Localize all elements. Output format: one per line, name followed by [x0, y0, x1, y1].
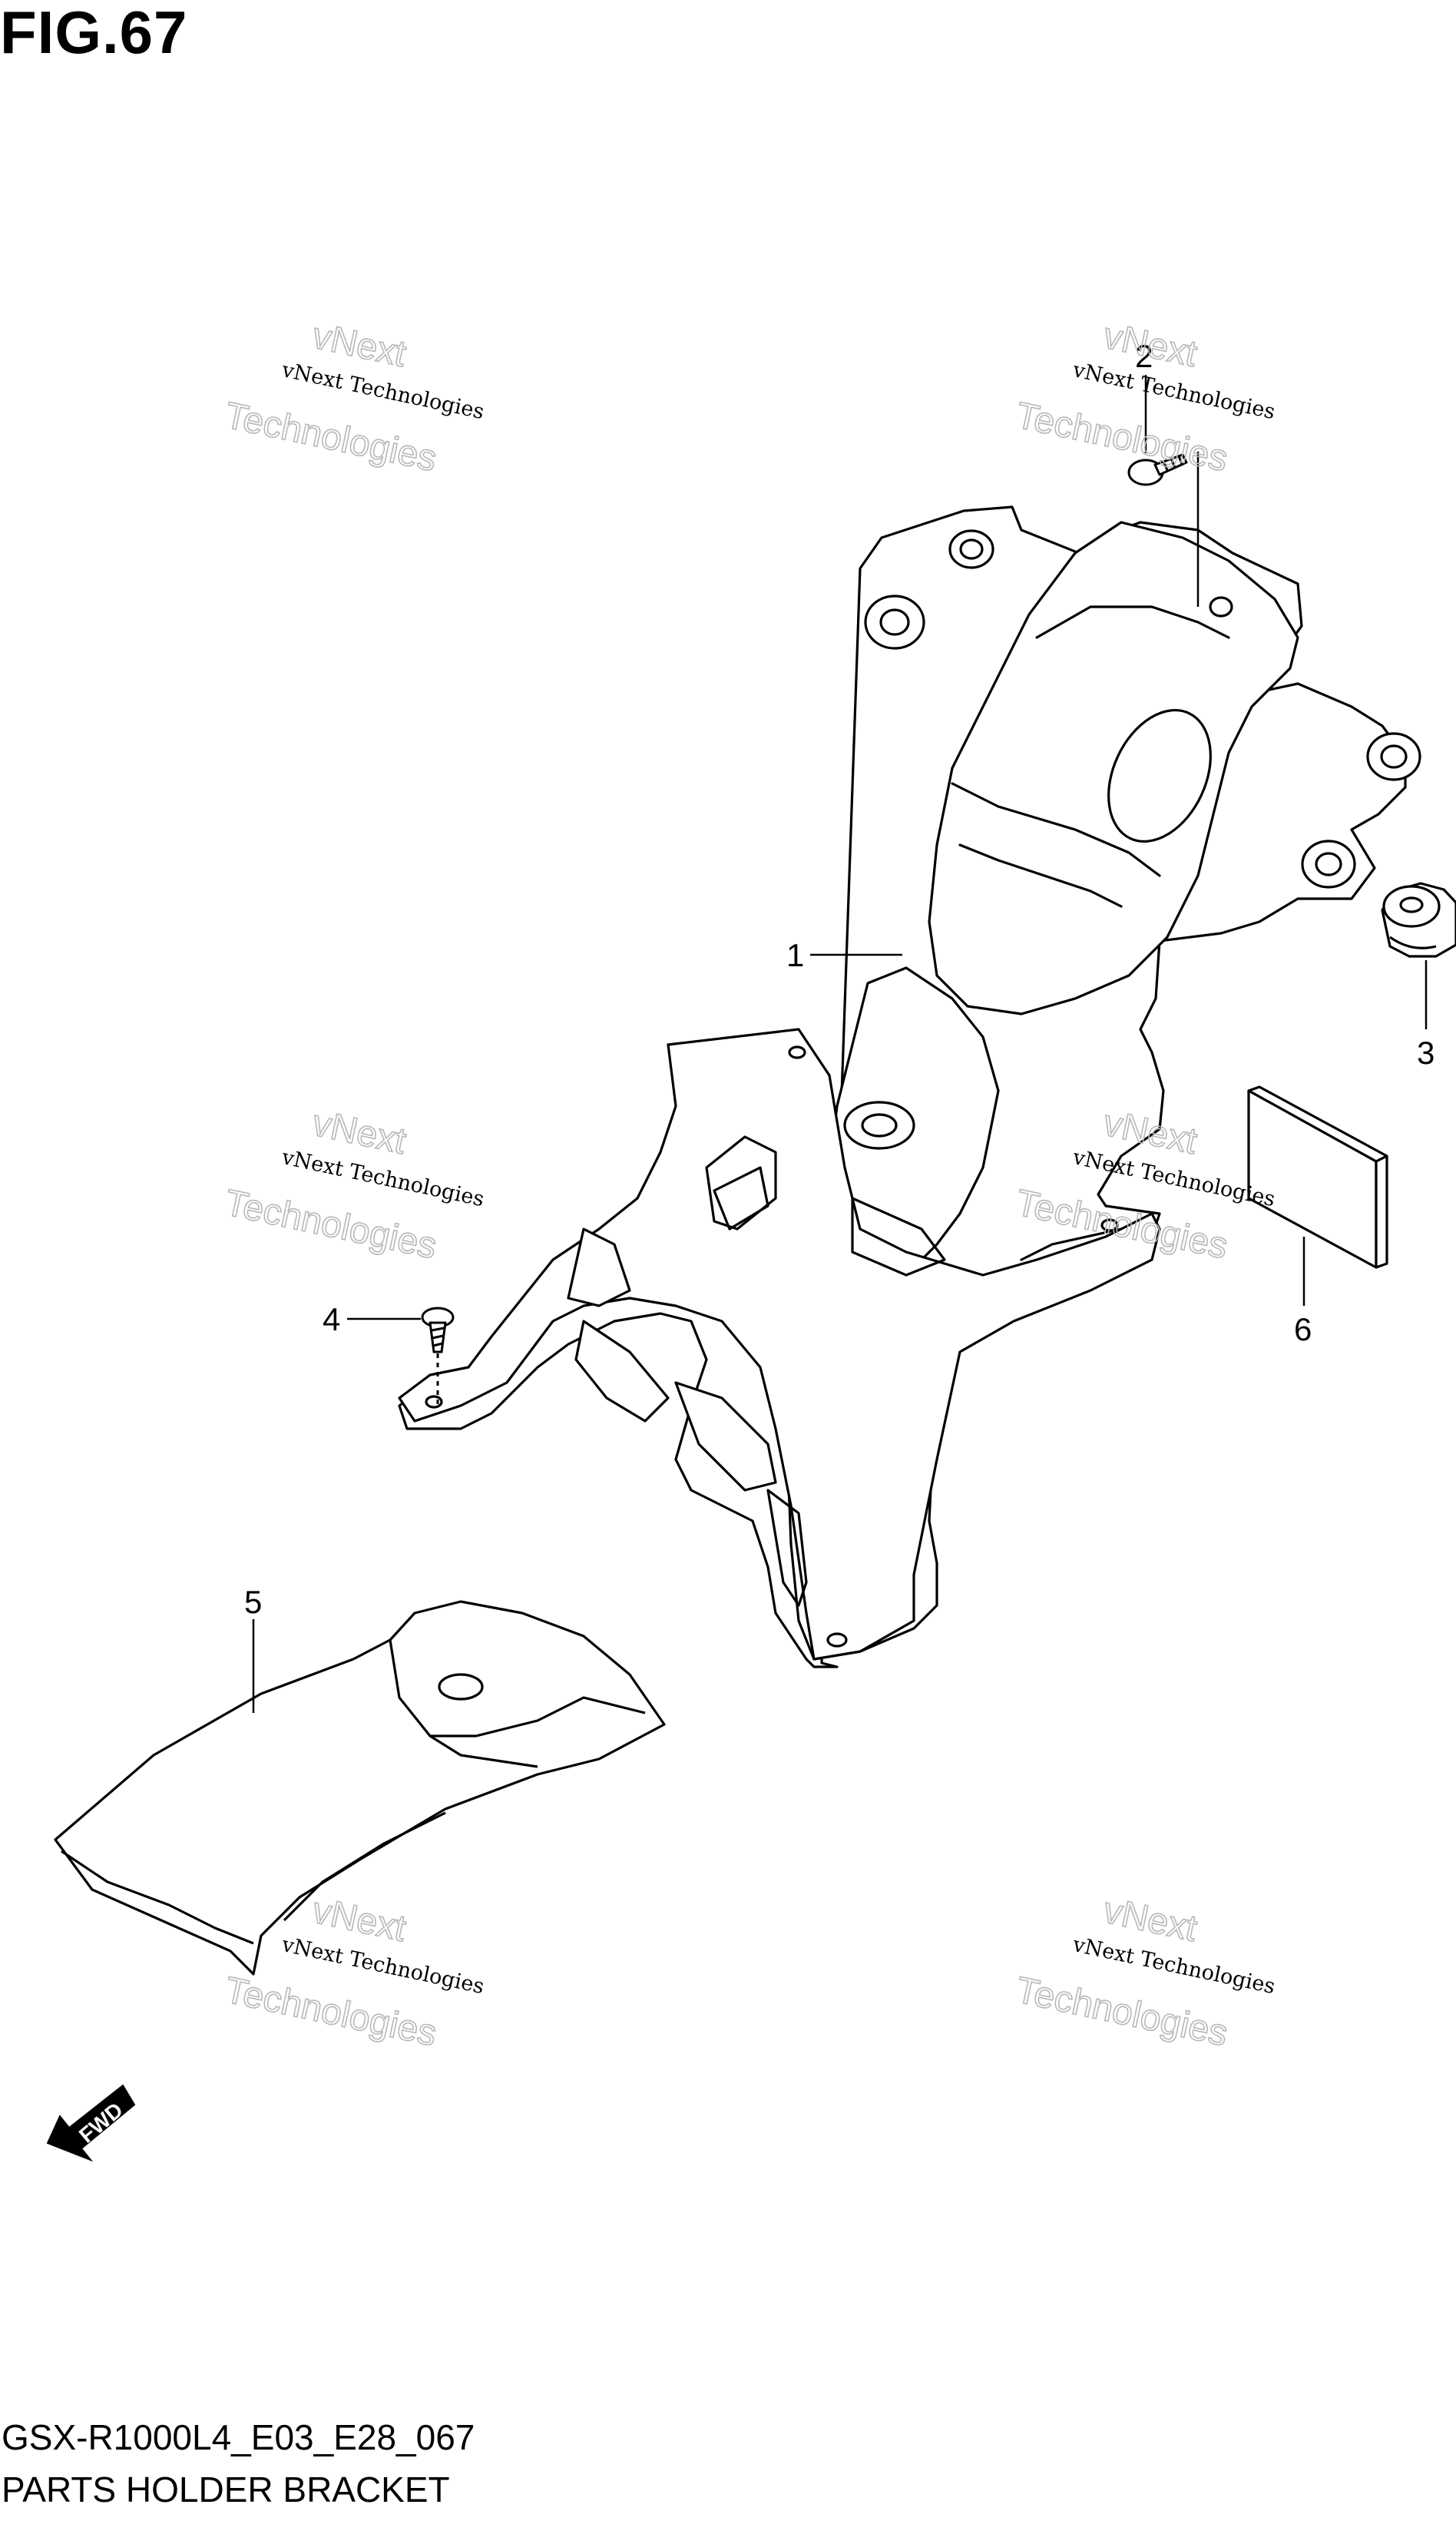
part-6-label-pad — [1247, 1085, 1388, 1269]
callout-4: 4 — [323, 1301, 340, 1337]
figure-title: FIG.67 — [0, 0, 188, 66]
watermark-top-right: vNext Technologies vNext Technologies — [1011, 315, 1277, 480]
part-3-grommet — [1381, 882, 1456, 958]
watermark-top-left: vNext Technologies vNext Technologies — [220, 315, 486, 480]
callout-1: 1 — [786, 937, 804, 973]
callout-3: 3 — [1417, 1035, 1434, 1071]
model-code: GSX-R1000L4_E03_E28_067 — [2, 2417, 475, 2457]
leader-2 — [1144, 375, 1200, 607]
watermark-mid-left: vNext Technologies vNext Technologies — [220, 1102, 486, 1267]
part-name: PARTS HOLDER BRACKET — [2, 2470, 450, 2509]
part-5-tool-bag — [54, 1600, 666, 1976]
callout-6: 6 — [1294, 1311, 1312, 1347]
forward-arrow-icon: FWD — [46, 2084, 136, 2162]
part-1-holder-bracket — [398, 505, 1421, 1668]
part-2-bolt — [1127, 453, 1188, 486]
callout-2: 2 — [1135, 338, 1153, 374]
watermark-bottom-right: vNext Technologies vNext Technologies — [1011, 1890, 1277, 2055]
callout-5: 5 — [244, 1584, 262, 1620]
part-4-screw — [421, 1307, 455, 1406]
